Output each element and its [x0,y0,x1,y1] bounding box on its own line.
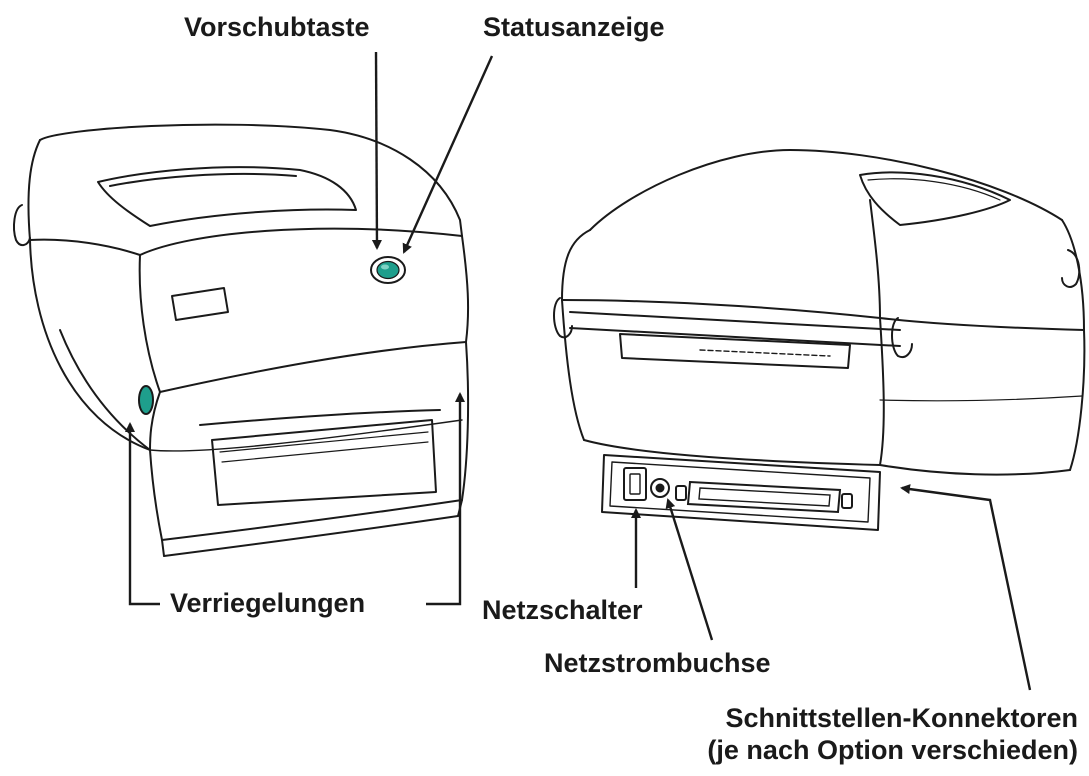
latch-icon [138,385,154,415]
label-interface-line2: (je nach Option verschieden) [707,735,1078,766]
callout-interface [900,484,1032,691]
callout-lines [125,51,1032,691]
label-interface-connectors: Schnittstellen-Konnektoren (je nach Opti… [707,702,1078,767]
back-printer [553,149,1086,531]
callout-power-jack [665,498,714,641]
callout-latch-left [125,422,160,606]
callout-feed-button [371,51,382,250]
label-interface-line1: Schnittstellen-Konnektoren [725,703,1078,733]
callout-latch-right [426,392,465,606]
label-power-jack: Netzstrombuchse [544,648,771,678]
label-feed-button: Vorschubtaste [184,12,370,42]
front-printer [13,123,470,557]
power-jack-icon [650,478,670,498]
label-power-switch: Netzschalter [482,595,643,625]
power-switch-icon [623,467,647,501]
interface-connector-icon [675,480,853,514]
label-status-light: Statusanzeige [483,12,665,42]
callout-status-light [402,55,494,254]
feed-button-icon [370,256,406,284]
label-latches: Verriegelungen [170,588,366,618]
